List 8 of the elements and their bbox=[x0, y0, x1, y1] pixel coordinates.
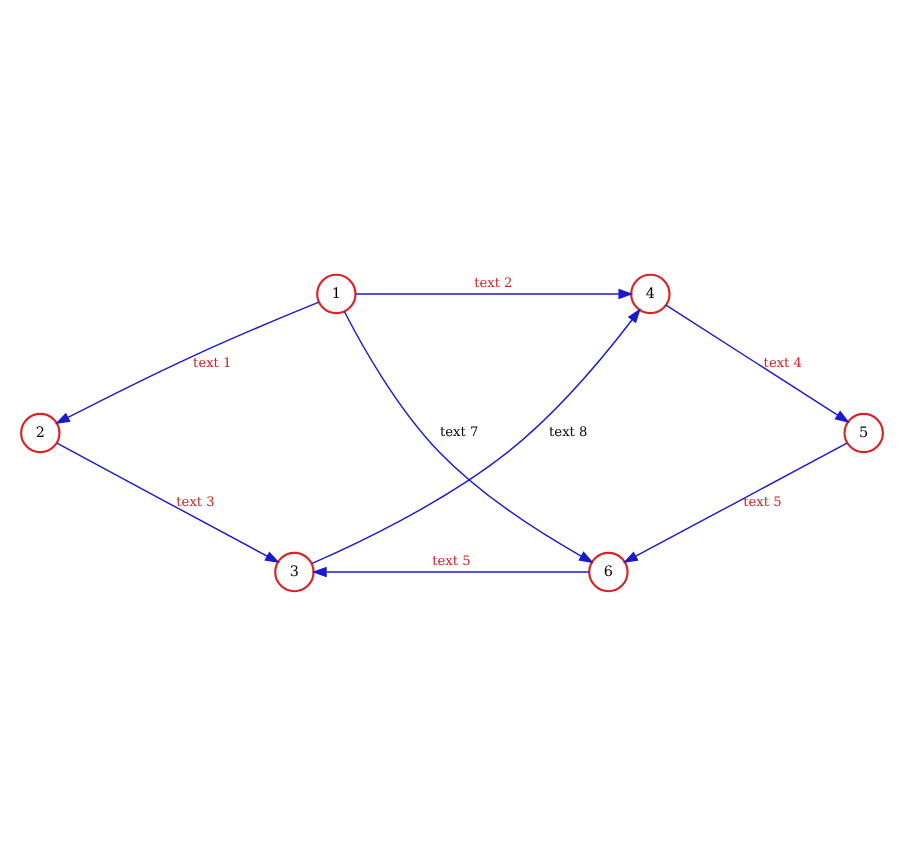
arrow bbox=[56, 441, 280, 563]
arrow bbox=[311, 565, 590, 577]
arrow bbox=[355, 287, 634, 299]
arrow bbox=[343, 310, 594, 563]
arrow bbox=[622, 441, 848, 563]
arrow bbox=[665, 303, 850, 422]
arrow bbox=[55, 300, 320, 424]
arrow bbox=[311, 307, 641, 564]
